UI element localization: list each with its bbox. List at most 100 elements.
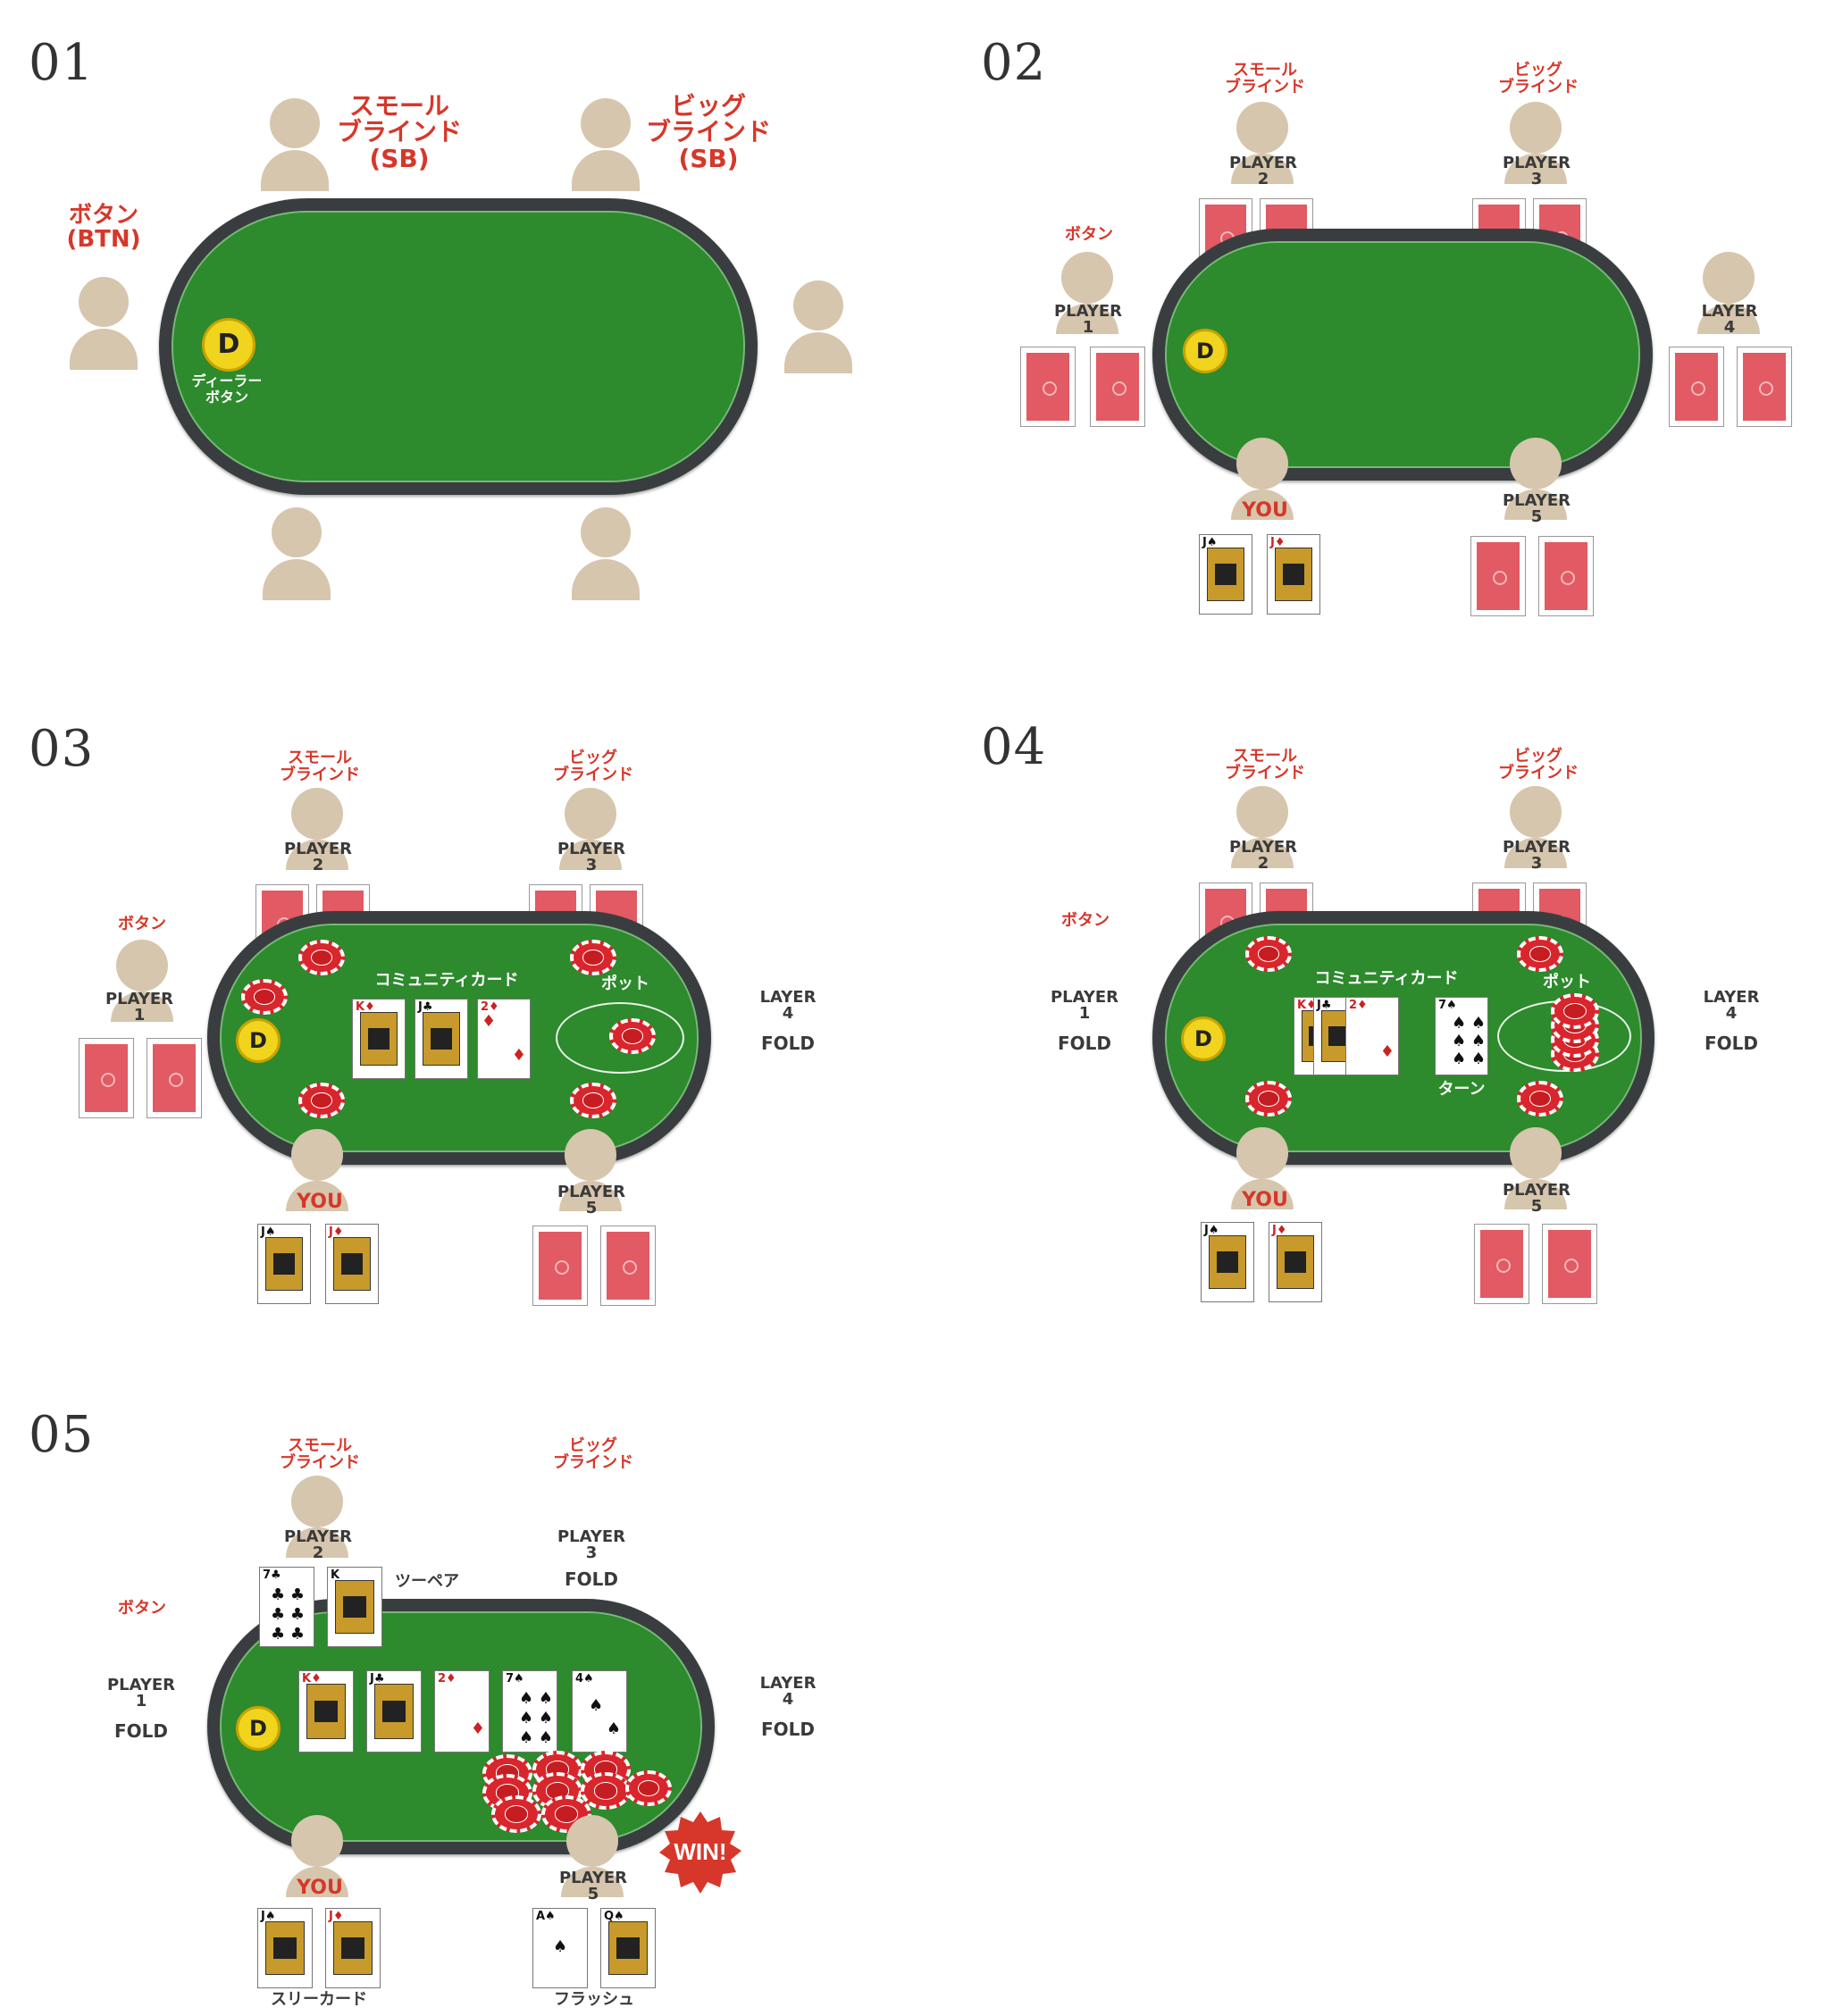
dealer-button-chip: D xyxy=(202,318,255,372)
label-player4-status: FOLD xyxy=(1704,1033,1758,1054)
turn-card-seven: 7♠♠ ♠♠ ♠♠ ♠ xyxy=(1435,997,1488,1075)
panel-number: 01 xyxy=(29,34,95,92)
win-text: WIN! xyxy=(674,1838,726,1865)
dealer-button-chip: D xyxy=(1181,1016,1226,1061)
label-player2: PLAYER 2 xyxy=(1228,154,1298,188)
player5-card xyxy=(1470,536,1526,616)
label-two-pair: ツーペア xyxy=(395,1572,459,1591)
board-card-two: 2♦♦ xyxy=(434,1670,490,1752)
player5-card xyxy=(1542,1224,1597,1304)
win-burst xyxy=(659,1811,741,1894)
label-player3: PLAYER 3 xyxy=(1502,838,1571,873)
label-button: ボタン xyxy=(118,915,166,933)
label-small-blind: スモール ブラインド xyxy=(1225,747,1305,782)
panel-05: 05 D K♦ J♣ 2♦♦ 7♠♠ ♠♠ ♠♠ ♠ 4♠♠♠ 7♣♣ ♣♣ ♣… xyxy=(0,1376,913,2016)
pot-chip xyxy=(609,1018,656,1054)
label-three-card: スリーカード xyxy=(271,1990,367,2009)
board-card-seven: 7♠♠ ♠♠ ♠♠ ♠ xyxy=(502,1670,557,1752)
bet-chip xyxy=(570,1083,616,1118)
label-player1-status: FOLD xyxy=(113,1720,168,1742)
pot-chip xyxy=(491,1795,541,1833)
flop-card-king: K♦ xyxy=(352,999,406,1079)
player2-card-seven-clubs: 7♣♣ ♣♣ ♣♣ ♣ xyxy=(259,1567,314,1647)
bet-chip xyxy=(298,940,345,975)
dealer-button-label: ディーラー ボタン xyxy=(191,372,263,406)
bet-chip xyxy=(1245,936,1292,972)
panel-number: 03 xyxy=(29,720,95,778)
panel-03: 03 D ポット コミュニティカード K♦ J♣ 2♦♦♦ xyxy=(0,688,913,1349)
label-player1-status: FOLD xyxy=(1057,1033,1111,1054)
you-card-jack-spades: J♠ xyxy=(1199,534,1252,615)
label-player4: LAYER 4 xyxy=(759,1674,817,1709)
pot-chip xyxy=(541,1795,591,1833)
you-card-jack-diamonds: J♦ xyxy=(325,1908,381,1988)
label-pot: ポット xyxy=(1543,973,1591,991)
label-player1: PLAYER 1 xyxy=(1050,988,1119,1023)
board-card-jack: J♣ xyxy=(366,1670,422,1752)
panel-02: 02 D xyxy=(947,0,1826,661)
you-card-jack-diamonds: J♦ xyxy=(1269,1222,1322,1302)
table-line xyxy=(1165,241,1640,468)
label-button: ボタン xyxy=(1065,225,1113,244)
label-player4-status: FOLD xyxy=(760,1033,815,1054)
bet-chip xyxy=(1517,936,1563,972)
label-button: ボタン (BTN) xyxy=(66,202,141,254)
bet-chip xyxy=(1517,1081,1563,1117)
flop-card-jack: J♣ xyxy=(415,999,468,1079)
label-player4: LAYER 4 xyxy=(1703,988,1760,1023)
panel-number: 05 xyxy=(29,1406,95,1464)
pot-chip-stack xyxy=(1551,993,1599,1029)
label-small-blind: スモール ブラインド xyxy=(1225,61,1305,96)
label-player2: PLAYER 2 xyxy=(283,1527,353,1562)
pot-chip xyxy=(625,1770,672,1806)
label-player4: LAYER 4 xyxy=(759,988,817,1023)
dealer-button-chip: D xyxy=(236,1018,281,1063)
label-player1: PLAYER 1 xyxy=(1053,302,1123,337)
label-player5: PLAYER 5 xyxy=(1502,1181,1571,1216)
label-player4-status: FOLD xyxy=(760,1719,815,1740)
label-big-blind: ビッグ ブラインド xyxy=(1498,747,1579,782)
bet-chip xyxy=(298,1083,345,1118)
table-line xyxy=(1165,924,1642,1152)
label-player5: PLAYER 5 xyxy=(557,1183,626,1217)
you-card-jack-diamonds: J♦ xyxy=(1267,534,1320,615)
player1-card xyxy=(1090,347,1145,427)
panel-01: 01 D ディーラー ボタン xyxy=(0,0,913,661)
label-small-blind: スモール ブラインド xyxy=(280,1436,360,1472)
player1-card xyxy=(147,1038,202,1118)
label-small-blind: スモール ブラインド (SB) xyxy=(336,91,462,173)
label-big-blind: ビッグ ブラインド (SB) xyxy=(645,91,771,173)
label-big-blind: ビッグ ブラインド xyxy=(553,749,633,784)
label-player5: PLAYER 5 xyxy=(558,1869,628,1903)
flop-card-two: 2♦♦♦ xyxy=(477,999,531,1079)
pot-chip xyxy=(581,1772,631,1810)
label-big-blind: ビッグ ブラインド xyxy=(553,1436,633,1472)
label-player1: PLAYER 1 xyxy=(106,1676,176,1711)
player5-card xyxy=(532,1225,588,1306)
table-line xyxy=(220,924,699,1152)
panel-number: 02 xyxy=(981,34,1047,92)
label-community: コミュニティカード xyxy=(1314,969,1459,988)
you-card-jack-spades: J♠ xyxy=(257,1224,311,1304)
poker-table xyxy=(159,198,758,495)
label-big-blind: ビッグ ブラインド xyxy=(1498,61,1579,96)
pot-area xyxy=(556,1002,684,1074)
label-button: ボタン xyxy=(118,1599,166,1618)
label-you: YOU xyxy=(1242,499,1288,522)
label-small-blind: スモール ブラインド xyxy=(280,749,360,784)
you-card-jack-diamonds: J♦ xyxy=(325,1224,379,1304)
label-player3: PLAYER 3 xyxy=(557,1527,626,1562)
label-player1: PLAYER 1 xyxy=(105,990,174,1025)
player5-card xyxy=(1474,1224,1529,1304)
label-turn: ターン xyxy=(1437,1080,1486,1099)
label-player3-status: FOLD xyxy=(564,1568,618,1590)
player5-card-queen-spades: Q♠ xyxy=(600,1908,656,1988)
player1-card xyxy=(79,1038,134,1118)
player4-card xyxy=(1669,347,1724,427)
label-pot: ポット xyxy=(601,975,649,993)
poker-table xyxy=(1152,229,1653,481)
label-you: YOU xyxy=(297,1877,343,1899)
bet-chip xyxy=(570,940,616,975)
player1-card xyxy=(1020,347,1076,427)
table-line xyxy=(172,211,745,482)
